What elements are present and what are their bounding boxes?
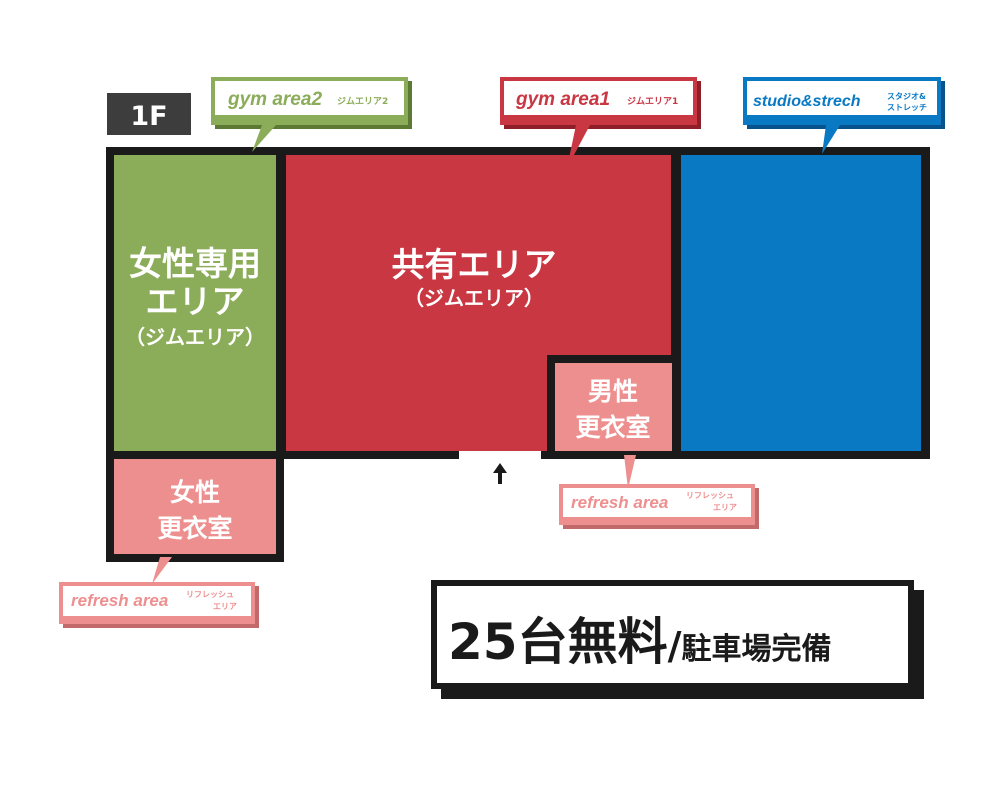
parking-rest: 駐車場完備 [681,632,831,667]
women-only-area-title: 女性専用 [129,244,261,283]
women-only-area-fill [114,155,276,451]
shared-area-subtitle: （ジムエリア） [404,286,544,310]
callout-gym-area1-sub: ジムエリア1 [627,96,678,107]
callout-studio-stretch-sub: スタジオ& [887,91,926,101]
floor-label-text: 1F [130,101,167,132]
floor-label: 1F [107,93,191,135]
womens-locker-title: 女性 [170,478,220,507]
floor-label-box [107,93,191,135]
parking-banner: 25台無料/駐車場完備 [431,580,924,699]
callout-gym-area2: gym area2 ジムエリア2 [211,77,412,152]
callout-refresh-right-label: refresh area [571,493,668,512]
mens-locker-room: 男性 更衣室 [547,355,680,459]
parking-banner-text: 25台無料/駐車場完備 [448,613,831,671]
women-only-area: 女性専用 エリア （ジムエリア） [114,155,276,451]
up-arrow-icon [493,463,507,484]
callout-refresh-left-label: refresh area [71,591,168,610]
womens-locker-room: 女性 更衣室 [106,451,284,562]
callout-refresh-left: refresh area リフレッシュ エリア [59,557,259,628]
parking-banner-fill [437,586,908,683]
shared-area-title: 共有エリア [392,245,557,284]
parking-count: 25台無料 [448,613,668,671]
studio-area [681,155,921,451]
women-only-area-title-2: エリア [146,282,245,321]
womens-locker-title-2: 更衣室 [157,514,232,543]
womens-locker-fill [114,459,276,554]
mens-locker-fill [555,363,672,451]
callout-gym-area2-label: gym area2 [227,89,322,110]
women-only-area-subtitle: （ジムエリア） [125,325,265,349]
callout-refresh-right: refresh area リフレッシュ エリア [559,455,759,529]
entrance-gap [459,451,541,461]
callout-gym-area1: gym area1 ジムエリア1 [500,77,701,168]
callout-refresh-right-sub: リフレッシュ [686,491,734,500]
callout-studio-stretch-sub-2: ストレッチ [887,103,927,112]
callout-studio-stretch-label: studio&strech [753,93,861,110]
mens-locker-title: 男性 [588,377,638,406]
mens-locker-title-2: 更衣室 [575,413,650,442]
parking-slash: / [668,624,682,668]
callout-gym-area1-label: gym area1 [515,89,610,110]
callout-refresh-right-sub-2: エリア [713,503,737,512]
callout-gym-area2-sub: ジムエリア2 [337,96,388,107]
callout-studio-stretch: studio&strech スタジオ& ストレッチ [743,77,945,154]
callout-refresh-left-sub-2: エリア [213,602,237,611]
callout-refresh-left-sub: リフレッシュ [186,590,234,599]
